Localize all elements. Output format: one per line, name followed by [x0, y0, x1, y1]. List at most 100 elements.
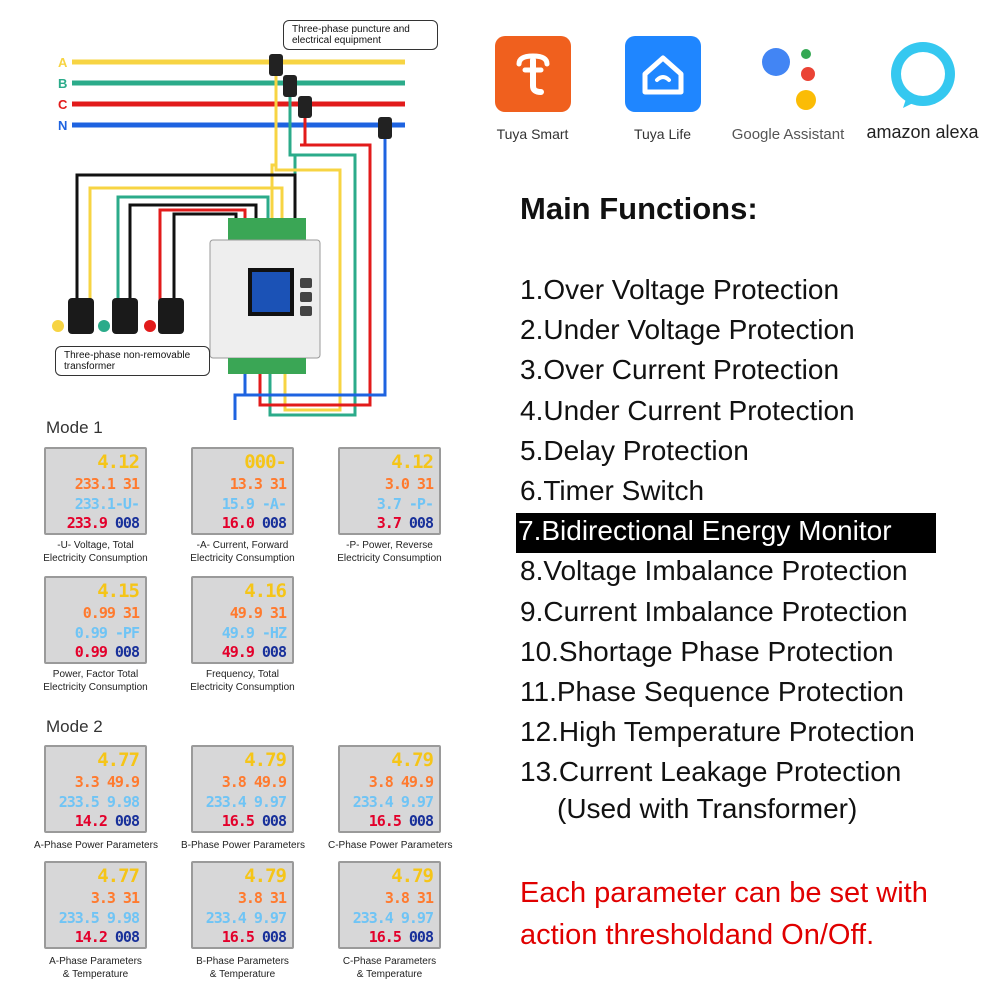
lcd-line-4-value: 16.0 [221, 514, 255, 532]
lcd-line-4-counter: 008 [261, 514, 287, 532]
bus-clamp-n [378, 117, 392, 139]
lcd-line-4-value: 233.9 [66, 514, 108, 532]
bus-clamp-c [298, 96, 312, 118]
function-item-highlighted: 7.Bidirectional Energy Monitor [516, 513, 936, 554]
lcd-caption-line: Electricity Consumption [190, 553, 295, 564]
phase-label-b: B [58, 76, 67, 91]
phase-label-c: C [58, 97, 68, 112]
lcd-caption-line: A-Phase Power Parameters [34, 840, 158, 851]
lcd-caption-line: C-Phase Power Parameters [328, 840, 453, 851]
lcd-line-4-counter: 008 [408, 928, 434, 946]
google-assistant-glyph [762, 48, 816, 110]
wiring-diagram-svg: A B C N [52, 54, 405, 420]
device-bottom-terminals [228, 358, 306, 374]
lcd-line-4: 233.9 008 [66, 514, 140, 532]
ct-marker-b [98, 320, 110, 332]
lcd-line-2: 3.3 49.9 [74, 773, 140, 791]
lcd-line-4: 16.5 008 [221, 812, 287, 830]
lcd-caption-line: & Temperature [356, 969, 423, 980]
lcd-screen-caption: B-Phase Parameters& Temperature [181, 955, 304, 981]
lcd-line-4: 49.9 008 [222, 643, 287, 661]
lcd-line-4-counter: 008 [261, 643, 287, 661]
lcd-caption-line: A-Phase Parameters [49, 956, 142, 967]
lcd-line-4-value: 16.5 [221, 812, 255, 830]
lcd-line-4: 16.5 008 [369, 928, 434, 946]
phase-label-n: N [58, 118, 67, 133]
lcd-caption-line: C-Phase Parameters [342, 956, 437, 967]
function-item: 5.Delay Protection [520, 434, 749, 466]
ct-b [112, 298, 138, 334]
lcd-caption-line: Electricity Consumption [337, 553, 442, 564]
lcd-line-4-counter: 008 [408, 514, 434, 532]
wiring-diagram: A B C N [0, 0, 470, 420]
lcd-line-3: 0.99 -PF [74, 624, 140, 642]
lcd-screen-caption: C-Phase Power Parameters [328, 839, 453, 852]
lcd-line-4: 14.2 008 [75, 812, 140, 830]
lcd-caption-line: Electricity Consumption [43, 682, 148, 693]
function-item: 3.Over Current Protection [520, 354, 840, 386]
lcd-line-4-counter: 008 [408, 812, 434, 830]
loop-wire-a [274, 165, 342, 412]
neutral-return [233, 393, 245, 420]
lcd-line-3: 233.4 9.97 [205, 793, 287, 811]
lcd-line-4-counter: 008 [114, 643, 140, 661]
phase-label-a: A [58, 55, 68, 70]
lcd-caption-line: & Temperature [62, 969, 129, 980]
loop-wire-c [258, 143, 372, 407]
lcd-line-2: 233.1 31 [74, 475, 140, 493]
app-tuya-smart: Tuya Smart [470, 30, 595, 142]
lcd-line-4-value: 16.5 [221, 928, 255, 946]
lcd-line-2: 3.0 31 [384, 475, 434, 493]
lcd-caption-line: Frequency, Total [205, 669, 279, 680]
function-item: 11.Phase Sequence Protection [520, 675, 904, 707]
lcd-line-2: 3.3 31 [90, 889, 140, 907]
functions-list: 1.Over Voltage Protection 2.Under Voltag… [516, 272, 936, 794]
ct-wire-c-black [172, 212, 238, 300]
lcd-line-4: 16.0 008 [221, 514, 287, 532]
lcd-line-4-value: 0.99 [74, 643, 108, 661]
lcd-line-1: 4.16 [244, 580, 287, 602]
lcd-line-2: 3.8 31 [384, 889, 434, 907]
lcd-line-1: 4.79 [391, 865, 434, 887]
tuya-life-glyph [642, 55, 683, 95]
drop-wire-a [270, 62, 278, 218]
tuya-life-icon [624, 36, 701, 112]
lcd-caption-line: B-Phase Power Parameters [181, 840, 305, 851]
lcd-line-1: 4.79 [244, 865, 287, 887]
lcd-screen-caption: A-Phase Power Parameters [34, 839, 158, 852]
ct-wire-c-red [158, 208, 247, 300]
lcd-line-4: 0.99 008 [74, 643, 140, 661]
app-compatibility-row: Tuya Smart Tuya Life Google Assistant [470, 30, 990, 155]
app-amazon-alexa: amazon alexa [855, 30, 990, 143]
lcd-caption-line: Electricity Consumption [43, 553, 148, 564]
lcd-line-3: 233.5 9.98 [58, 909, 140, 927]
lcd-line-3: 15.9 -A- [221, 495, 287, 513]
tuya-smart-icon [494, 36, 571, 112]
lcd-line-2: 0.99 31 [82, 604, 140, 622]
lcd-line-4-counter: 008 [261, 928, 287, 946]
lcd-line-4: 14.2 008 [75, 928, 140, 946]
callout-transformer: Three-phase non-removable transformer [55, 346, 210, 376]
ct-wire-b-black [128, 203, 258, 300]
lcd-line-3: 233.4 9.97 [352, 909, 434, 927]
bus-clamp-b [283, 75, 297, 97]
lcd-caption-line: -P- Power, Reverse [346, 540, 433, 551]
device-button-2 [300, 292, 312, 302]
settings-note-line2: action thresholdand On/Off. [520, 919, 875, 951]
lcd-line-2: 3.8 31 [237, 889, 287, 907]
lcd-line-4-counter: 008 [114, 812, 140, 830]
app-label-tuya-smart: Tuya Smart [496, 126, 569, 142]
